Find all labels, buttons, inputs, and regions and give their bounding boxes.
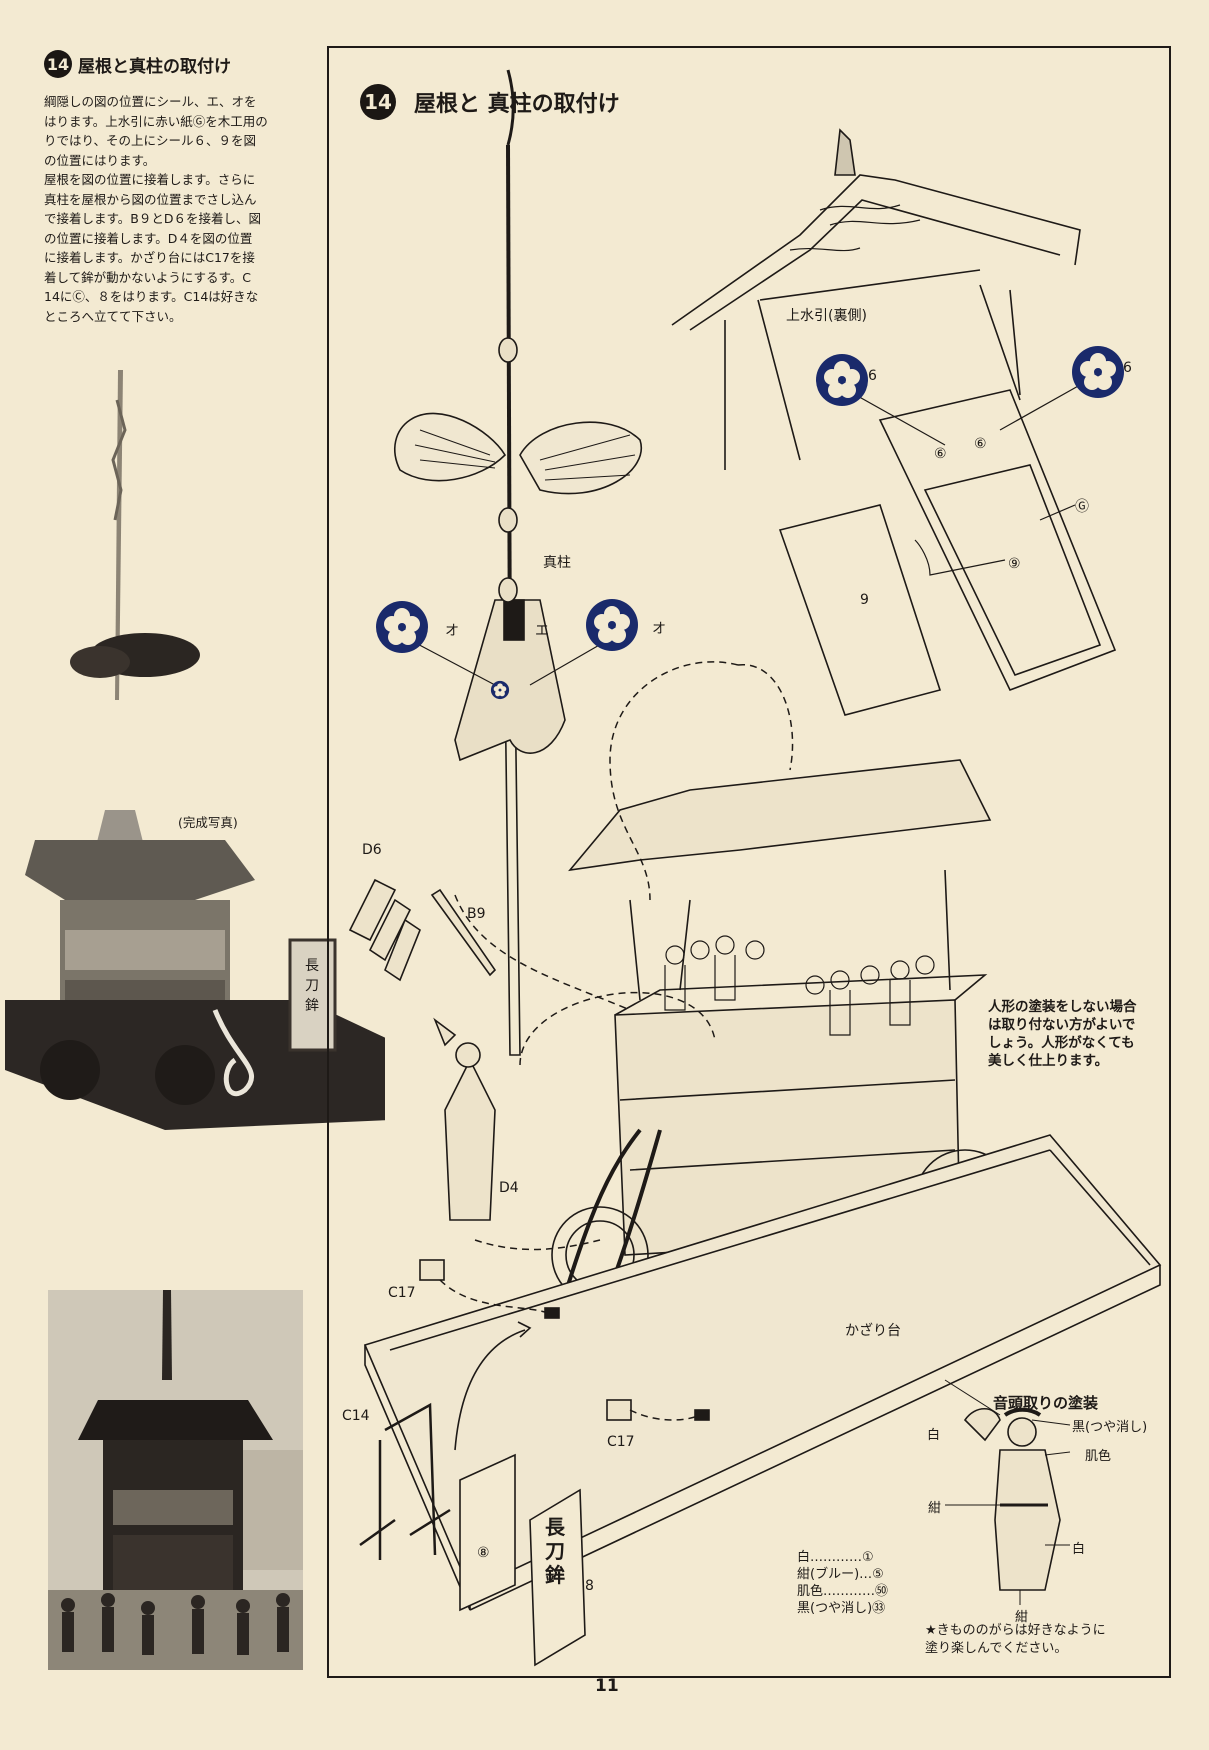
label-b9: B9 — [467, 906, 486, 922]
ondotori-head — [1007, 1417, 1037, 1447]
label-seal-o-right: オ — [652, 621, 666, 637]
label-d4: D4 — [499, 1180, 519, 1196]
b9-part — [430, 888, 497, 977]
d6-part — [348, 878, 421, 982]
label-c17a: C17 — [388, 1285, 416, 1301]
d4-figure — [444, 1058, 496, 1221]
label-circle-6b: ⑥ — [974, 436, 987, 452]
paint-black-matte: 黒(つや消し) — [1072, 1420, 1148, 1435]
label-base: かざり台 — [845, 1323, 901, 1339]
painting-title: 音頭取りの塗装 — [993, 1394, 1099, 1412]
paint-navy-left: 紺 — [928, 1501, 942, 1516]
doll-note: 人形の塗装をしない場合 は取り付ない方がよいで しょう。人形がなくても 美しく仕… — [988, 999, 1137, 1069]
label-circle-8: ⑧ — [477, 1545, 490, 1561]
diagram-title-text: 屋根と 真柱の取付け — [414, 92, 620, 117]
paint-white-right: 白 — [1072, 1542, 1086, 1557]
svg-text:刀: 刀 — [305, 978, 319, 994]
sheet-9 — [778, 504, 942, 716]
instruction-text: 綱隠しの図の位置にシール、エ、オを はります。上水引に赤い紙Ⓖを木工用の りでは… — [44, 94, 268, 324]
legend-row: 肌色…………㊿ — [797, 1584, 889, 1599]
completed-model-photo: 長 刀 鉾 — [5, 370, 385, 1260]
roof-outline — [671, 174, 1081, 326]
svg-text:鉾: 鉾 — [305, 998, 319, 1014]
seal-e — [490, 680, 510, 700]
label-banner: 長刀鉾 — [545, 1515, 565, 1587]
photo-caption: (完成写真) — [175, 812, 241, 831]
pillar-guide — [519, 991, 716, 1066]
label-circle-g: Ⓖ — [1075, 499, 1089, 515]
label-c17b: C17 — [607, 1434, 635, 1450]
label-banner-num: 8 — [585, 1578, 594, 1594]
label-seal-e: エ — [535, 623, 549, 639]
legend-row: 白…………① — [797, 1550, 874, 1565]
step-number-badge: 14 — [44, 50, 72, 78]
label-circle-6a: ⑥ — [934, 446, 947, 462]
paint-navy-bottom: 紺 — [1015, 1610, 1029, 1625]
c17-block-a — [419, 1259, 445, 1281]
float-roof — [568, 759, 992, 872]
sign-8 — [459, 1453, 516, 1612]
diagram-frame — [327, 46, 1171, 1678]
paint-skin: 肌色 — [1085, 1449, 1112, 1464]
label-panel-9: 9 — [860, 592, 869, 608]
seal-6-left — [816, 354, 868, 406]
label-seal-6a: 6 — [868, 368, 877, 384]
label-d6: D6 — [362, 842, 382, 858]
label-pillar: 真柱 — [543, 555, 571, 571]
paint-legend: 白…………① 紺(ブルー)…⑤ 肌色…………㊿ 黒(つや消し)㉝ — [797, 1549, 888, 1617]
diagram-step-badge: 14 — [360, 84, 396, 120]
label-seal-6b: 6 — [1123, 360, 1132, 376]
legend-row: 黒(つや消し)㉝ — [797, 1601, 886, 1616]
step-title-text: 屋根と真柱の取付け — [78, 56, 231, 77]
seal-6-right — [1072, 346, 1124, 398]
instruction-column: 14 屋根と真柱の取付け 綱隠しの図の位置にシール、エ、オを はります。上水引に… — [44, 50, 306, 326]
paint-white-left: 白 — [927, 1428, 941, 1443]
label-circle-9: ⑨ — [1008, 556, 1021, 572]
page-number: 11 — [595, 1676, 619, 1696]
diagram-title: 14 屋根と 真柱の取付け — [360, 84, 620, 120]
pillar-cover — [454, 599, 566, 762]
legend-row: 紺(ブルー)…⑤ — [797, 1567, 884, 1582]
paint-footnote: ★きもののがらは好きなように 塗り楽しんでください。 — [925, 1623, 1106, 1656]
c17-block-b — [606, 1399, 632, 1421]
label-c14: C14 — [342, 1408, 370, 1424]
banner-sign — [529, 1488, 586, 1667]
festival-photo — [48, 1290, 303, 1670]
sheet-g — [878, 389, 1117, 692]
label-roof-back: 上水引(裏側) — [786, 305, 867, 325]
svg-text:長: 長 — [305, 958, 319, 974]
step-title: 14 屋根と真柱の取付け — [44, 50, 306, 78]
ondotori-body — [994, 1449, 1061, 1591]
c14-stand — [359, 1402, 451, 1560]
seal-o-left — [376, 601, 428, 653]
label-seal-o-left: オ — [445, 623, 459, 639]
seal-o-right — [586, 599, 638, 651]
